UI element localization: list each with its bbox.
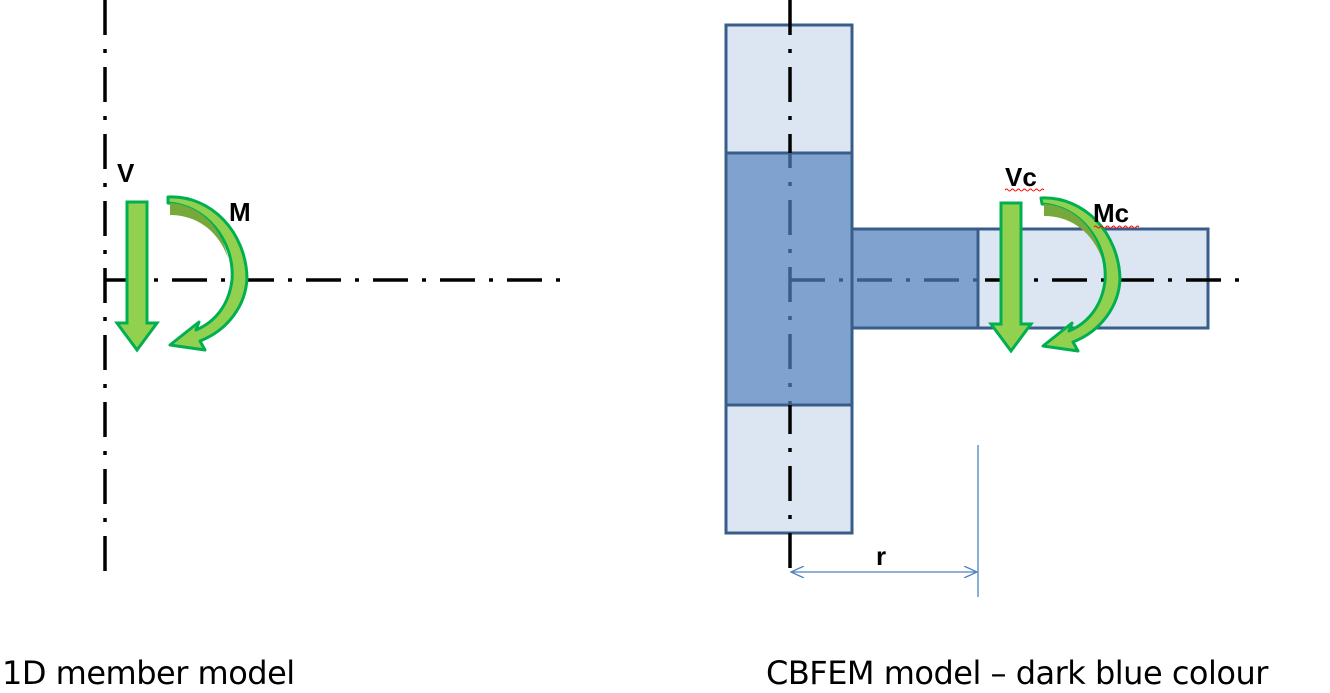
bending-moment-arrow-icon: [166, 195, 249, 352]
moment-label: Mc: [1093, 198, 1129, 228]
bending-moment-arrow-icon: [1039, 196, 1122, 353]
member-1d-model: V M: [103, 0, 565, 572]
spellcheck-underline: [1093, 225, 1140, 229]
shear-force-arrow-icon: [988, 201, 1034, 354]
caption-cbfem-model: CBFEM model – dark blue colour: [766, 654, 1268, 692]
dimension-label-r: r: [876, 541, 886, 571]
cbfem-model: r Vc Mc: [724, 0, 1245, 597]
spellcheck-underline: [1004, 188, 1045, 192]
shear-label: V: [117, 158, 135, 188]
caption-1d-member-model: 1D member model: [2, 654, 295, 692]
shear-force-arrow-icon: [114, 200, 160, 353]
shear-label: Vc: [1005, 162, 1037, 192]
moment-label: M: [229, 197, 251, 227]
